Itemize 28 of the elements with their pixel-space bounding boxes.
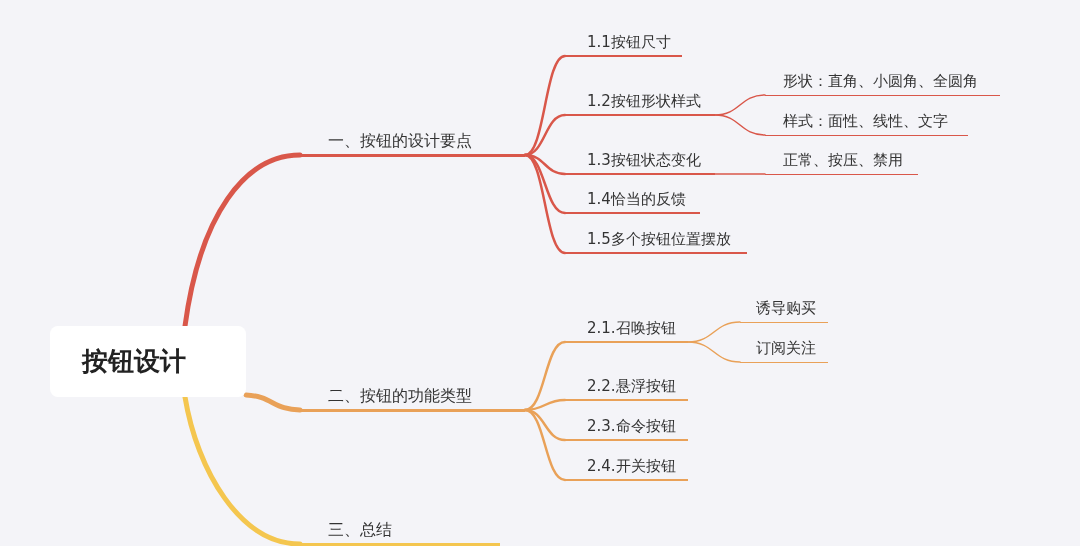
branch-line: [243, 392, 303, 413]
topic-label: 样式：面性、线性、文字: [765, 110, 968, 136]
topic-label: 1.1按钮尺寸: [565, 30, 682, 58]
topic-label: 一、按钮的设计要点: [300, 129, 525, 157]
topic-label: 1.4恰当的反馈: [565, 187, 700, 215]
branch-line: [523, 54, 567, 157]
topic-label: 2.1.召唤按钮: [565, 316, 688, 344]
topic-label: 1.3按钮状态变化: [565, 148, 715, 176]
topic-label: 订阅关注: [740, 337, 828, 363]
central-topic-box: 按钮设计: [50, 326, 246, 397]
branch-line: [714, 114, 766, 136]
branch-line: [687, 341, 741, 363]
topic-label: 三、总结: [300, 518, 500, 546]
topic-label: 2.4.开关按钮: [565, 454, 688, 482]
topic-label: 2.2.悬浮按钮: [565, 374, 688, 402]
topic-label: 2.3.命令按钮: [565, 414, 688, 442]
branch-line: [714, 173, 766, 175]
branch-line: [523, 340, 567, 412]
topic-label: 诱导购买: [740, 297, 828, 323]
branch-line: [523, 408, 567, 482]
topic-label: 正常、按压、禁用: [765, 149, 918, 175]
branch-line: [182, 394, 303, 546]
topic-label: 1.2按钮形状样式: [565, 89, 715, 117]
topic-label: 1.5多个按钮位置摆放: [565, 227, 747, 255]
branch-line: [182, 152, 303, 329]
branch-line: [523, 153, 567, 255]
topic-label: 形状：直角、小圆角、全圆角: [765, 70, 1000, 96]
topic-label: 二、按钮的功能类型: [300, 384, 525, 412]
